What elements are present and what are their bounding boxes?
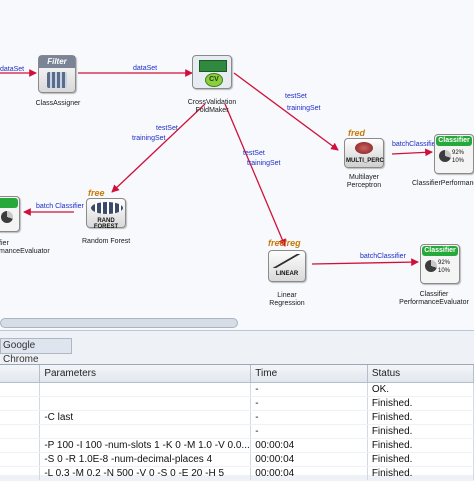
node-label: Linear Regression — [269, 292, 305, 307]
node-label: Classifier PerformanceEvaluator — [0, 240, 50, 255]
edge-label: trainingSet — [287, 105, 321, 112]
neural-network-icon: MULTI_PERC — [344, 138, 384, 168]
table-row[interactable]: -P 100 -I 100 -num-slots 1 -K 0 -M 1.0 -… — [0, 438, 474, 453]
edge-label: dataSet — [0, 66, 24, 73]
column-header[interactable] — [0, 365, 41, 383]
evaluator-icon: Classifier 92% 10% — [420, 244, 460, 284]
node-badge: Filter — [39, 56, 75, 68]
node-label: Classifier PerformanceEvaluator — [399, 291, 469, 306]
linear-regression-icon: LINEAR — [268, 250, 306, 282]
node-badge: free — [88, 188, 105, 198]
status-table: Parameters Time Status -OK. -Finished. -… — [0, 365, 474, 481]
column-header-time[interactable]: Time — [250, 365, 368, 383]
node-label: Multilayer Perceptron — [346, 174, 382, 189]
edge-label: testSet — [243, 150, 265, 157]
edge-label: trainingSet — [132, 135, 166, 142]
node-label: ClassifierPerformanceEvaluator2 — [412, 180, 474, 187]
fold-maker-icon: CV — [192, 55, 232, 89]
knowledge-flow-canvas[interactable]: dataSet dataSet testSet trainingSet test… — [0, 0, 474, 331]
node-badge: free'reg — [268, 238, 301, 248]
edge-label: dataSet — [133, 65, 157, 72]
edge-label: testSet — [156, 125, 178, 132]
horizontal-scrollbar[interactable] — [0, 318, 238, 328]
node-label: ClassAssigner — [35, 100, 81, 107]
taskbar-chrome-tab[interactable]: Google Chrome — [0, 338, 72, 365]
evaluator-icon: Classifier 92% 10% — [434, 134, 474, 174]
table-row[interactable]: -Finished. — [0, 424, 474, 439]
edge-to-linear — [224, 103, 286, 247]
flow-edges: dataSet dataSet testSet trainingSet test… — [0, 65, 439, 267]
node-label: CrossValidation FoldMaker — [187, 99, 237, 114]
edge-label: batchClassifier — [392, 141, 439, 148]
table-row[interactable]: -OK. — [0, 382, 474, 397]
edge-to-mlp — [233, 72, 339, 151]
table-row[interactable]: -C last-Finished. — [0, 410, 474, 425]
edge-label: trainingSet — [247, 160, 281, 167]
edge-mlp-eval — [391, 148, 433, 157]
node-label: Random Forest — [82, 238, 131, 245]
status-panel: Parameters Time Status -OK. -Finished. -… — [0, 364, 474, 481]
edge-label: testSet — [285, 93, 307, 100]
edge-to-rf — [111, 103, 206, 193]
edge-linear-eval — [311, 258, 419, 267]
forest-icon: RAND FOREST — [86, 198, 126, 230]
node-badge: fred — [348, 128, 366, 138]
table-row[interactable]: -Finished. — [0, 396, 474, 411]
edge-label: batchClassifier — [360, 253, 407, 260]
edge-label: batch Classifier — [36, 203, 85, 210]
evaluator-icon — [0, 196, 20, 232]
filter-icon: Filter — [38, 55, 76, 93]
column-header-status[interactable]: Status — [367, 365, 474, 383]
column-header-parameters[interactable]: Parameters — [39, 365, 252, 383]
